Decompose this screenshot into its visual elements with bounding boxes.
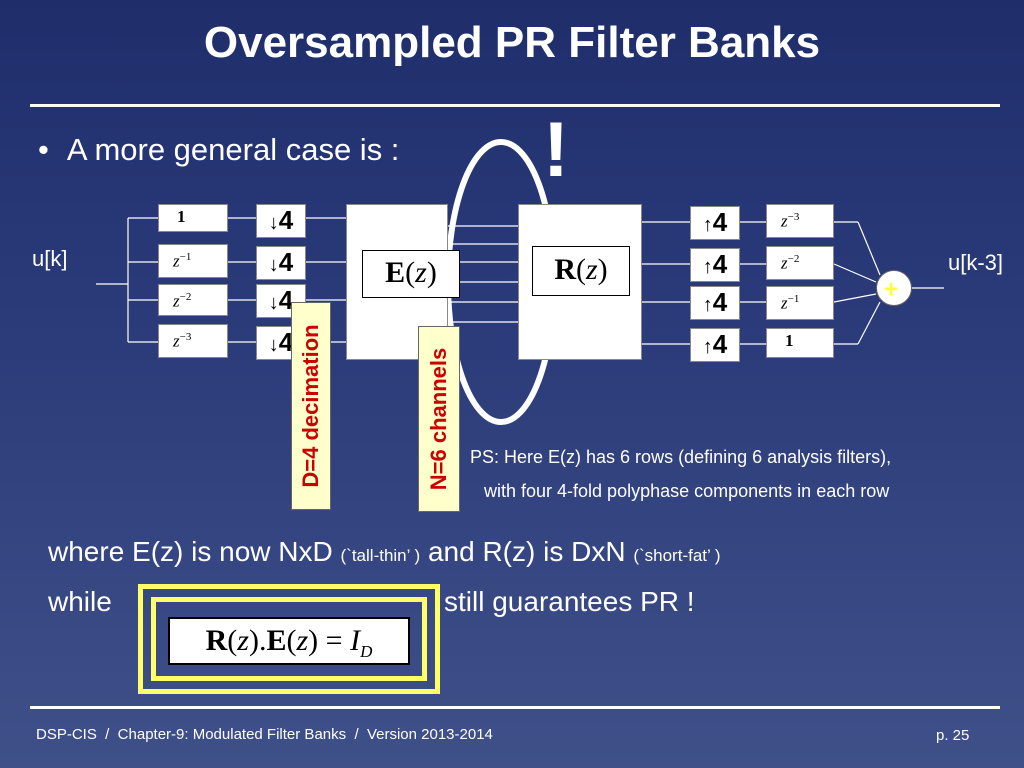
pr-condition-equation: R(z).E(z) = ID xyxy=(168,617,410,665)
plus-icon: + xyxy=(884,276,899,303)
delay-base: z xyxy=(173,251,180,271)
ps-line-1: PS: Here E(z) has 6 rows (defining 6 ana… xyxy=(470,447,892,467)
down-arrow-icon: ↓ xyxy=(268,212,279,234)
delay-base: 1 xyxy=(785,331,794,350)
eq-z: z xyxy=(296,624,309,657)
delay-exponent: −3 xyxy=(179,331,192,343)
expansion-factor: 4 xyxy=(712,287,728,317)
delay-base: z xyxy=(781,211,788,231)
decimation-factor: 4 xyxy=(278,247,294,277)
highlight-frame-inner xyxy=(151,597,427,681)
up-arrow-icon: ↑ xyxy=(702,214,713,236)
decimation-label-text: D=4 decimation xyxy=(298,324,323,488)
analysis-delay-1: z−1 xyxy=(158,244,228,278)
ps-line-2: with four 4-fold polyphase components in… xyxy=(484,481,890,501)
page-number: p. 25 xyxy=(936,727,970,744)
synthesis-delay-3: 1 xyxy=(766,328,834,358)
up-arrow-icon: ↑ xyxy=(702,256,713,278)
eq-I: I xyxy=(350,624,361,657)
up-arrow-icon: ↑ xyxy=(702,336,713,358)
decimator-0: ↓4 xyxy=(256,204,306,238)
eq-subscript: D xyxy=(360,642,373,661)
decimator-2: ↓4 xyxy=(256,284,306,318)
where-statement: where E(z) is now NxD (`tall-thin’ ) and… xyxy=(48,536,721,568)
decimation-factor: 4 xyxy=(278,327,294,357)
synthesis-matrix-label: R(z) xyxy=(532,246,630,296)
decimation-factor: 4 xyxy=(278,205,294,235)
delay-base: z xyxy=(781,293,788,313)
decimation-factor: 4 xyxy=(278,285,294,315)
eq-z: z xyxy=(237,624,249,657)
delay-base: z xyxy=(173,291,180,311)
delay-exponent: −3 xyxy=(787,211,800,223)
expansion-factor: 4 xyxy=(712,329,728,359)
delay-exponent: −2 xyxy=(179,291,192,303)
guarantee-text: still guarantees PR ! xyxy=(444,586,695,617)
matrix-argument: z xyxy=(585,253,598,286)
title-divider xyxy=(30,104,1000,107)
down-arrow-icon: ↓ xyxy=(268,292,279,314)
expander-3: ↑4 xyxy=(690,328,740,362)
highlight-frame-outer xyxy=(138,584,440,694)
delay-base: z xyxy=(781,253,788,273)
channels-label: N=6 channels xyxy=(418,326,460,512)
delay-base: 1 xyxy=(177,207,186,226)
matrix-symbol: R xyxy=(554,253,576,286)
footer-text: DSP-CIS / Chapter-9: Modulated Filter Ba… xyxy=(36,726,493,743)
where-part-2: and R(z) is DxN xyxy=(420,536,634,567)
analysis-delay-0: 1 xyxy=(158,204,228,232)
ps-note: PS: Here E(z) has 6 rows (defining 6 ana… xyxy=(470,440,1010,508)
delay-exponent: −1 xyxy=(179,251,192,263)
down-arrow-icon: ↓ xyxy=(268,334,279,356)
delay-exponent: −1 xyxy=(787,293,800,305)
short-fat-note: (`short-fat’ ) xyxy=(633,546,721,565)
adder-node: + xyxy=(876,270,912,306)
expander-2: ↑4 xyxy=(690,286,740,320)
input-signal-label: u[k] xyxy=(32,246,68,271)
matrix-symbol: E xyxy=(385,256,406,289)
synthesis-delay-1: z−2 xyxy=(766,246,834,280)
while-text: while xyxy=(48,586,112,617)
down-arrow-icon: ↓ xyxy=(268,254,279,276)
up-arrow-icon: ↑ xyxy=(702,294,713,316)
expansion-factor: 4 xyxy=(712,249,728,279)
analysis-delay-2: z−2 xyxy=(158,284,228,316)
bullet-text: A more general case is : xyxy=(66,132,400,167)
delay-base: z xyxy=(173,331,180,351)
analysis-delay-3: z−3 xyxy=(158,324,228,358)
channels-label-text: N=6 channels xyxy=(426,347,451,491)
bullet-point: • A more general case is : xyxy=(38,132,399,168)
bullet-icon: • xyxy=(38,132,49,167)
matrix-argument: z xyxy=(415,256,427,289)
decimator-1: ↓4 xyxy=(256,246,306,280)
expander-0: ↑4 xyxy=(690,206,740,240)
analysis-matrix-label: E(z) xyxy=(362,250,460,298)
where-part-1: where E(z) is now NxD xyxy=(48,536,341,567)
decimation-label: D=4 decimation xyxy=(291,302,331,510)
exclamation-mark: ! xyxy=(543,105,569,193)
output-signal-label: u[k-3] xyxy=(948,250,1004,275)
synthesis-delay-0: z−3 xyxy=(766,204,834,238)
tall-thin-note: (`tall-thin’ ) xyxy=(340,546,421,565)
eq-R: R xyxy=(205,624,228,657)
eq-E: E xyxy=(266,624,287,657)
synthesis-delay-2: z−1 xyxy=(766,286,834,320)
expander-1: ↑4 xyxy=(690,248,740,282)
expansion-factor: 4 xyxy=(712,207,728,237)
footer-divider xyxy=(30,706,1000,709)
delay-exponent: −2 xyxy=(787,253,800,265)
slide-title: Oversampled PR Filter Banks xyxy=(203,18,821,67)
